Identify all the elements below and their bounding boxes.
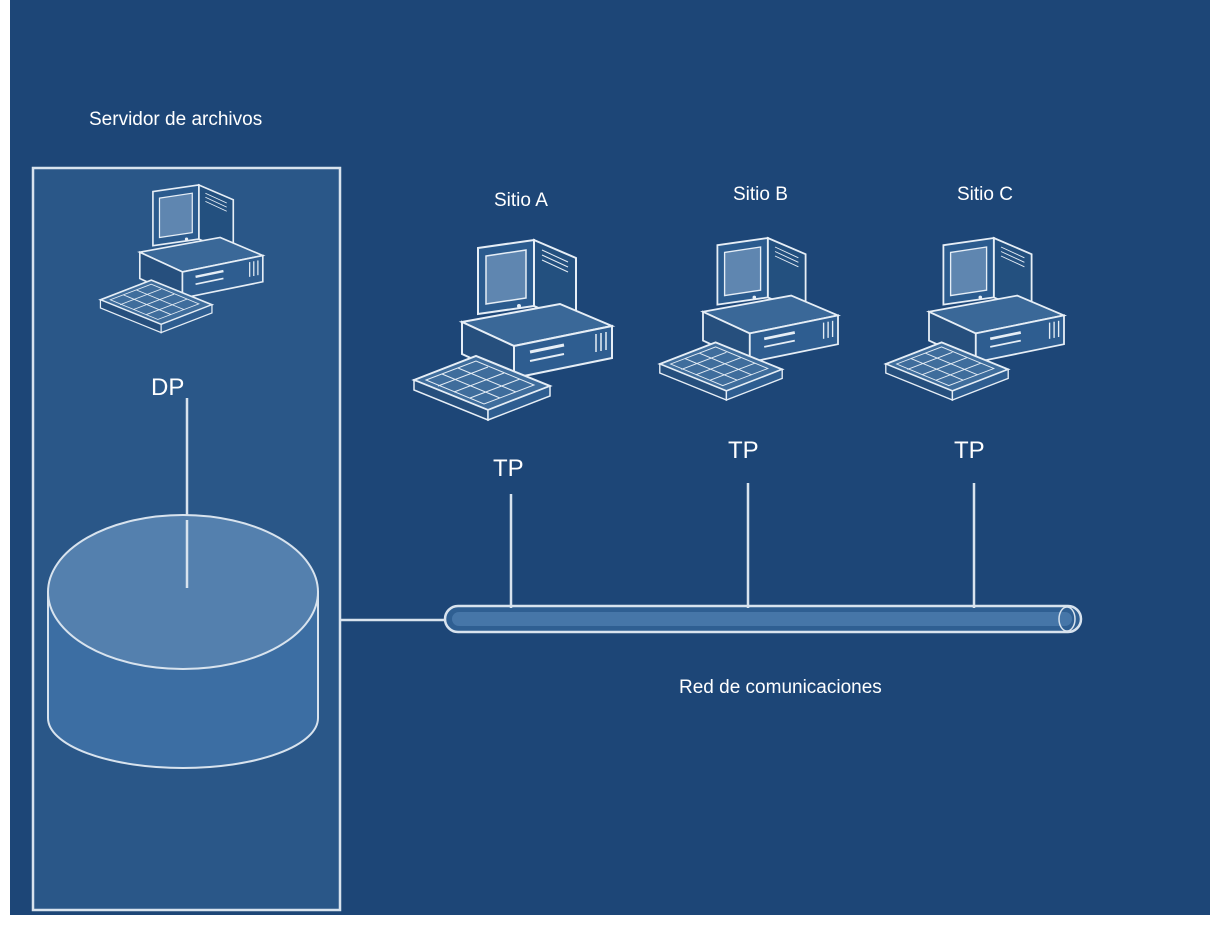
site-b-name: Sitio B: [733, 184, 788, 205]
database-cylinder-icon: [47, 514, 319, 769]
server-label: DP: [151, 374, 185, 401]
site-a-name: Sitio A: [494, 190, 548, 211]
network-bus-pipe: [443, 604, 1083, 634]
site-a-label: TP: [493, 455, 524, 482]
server-title: Servidor de archivos: [89, 109, 263, 130]
site-c-name: Sitio C: [957, 184, 1013, 205]
site-c-label: TP: [954, 437, 985, 464]
network-label: Red de comunicaciones: [679, 677, 882, 698]
site-b-label: TP: [728, 437, 759, 464]
